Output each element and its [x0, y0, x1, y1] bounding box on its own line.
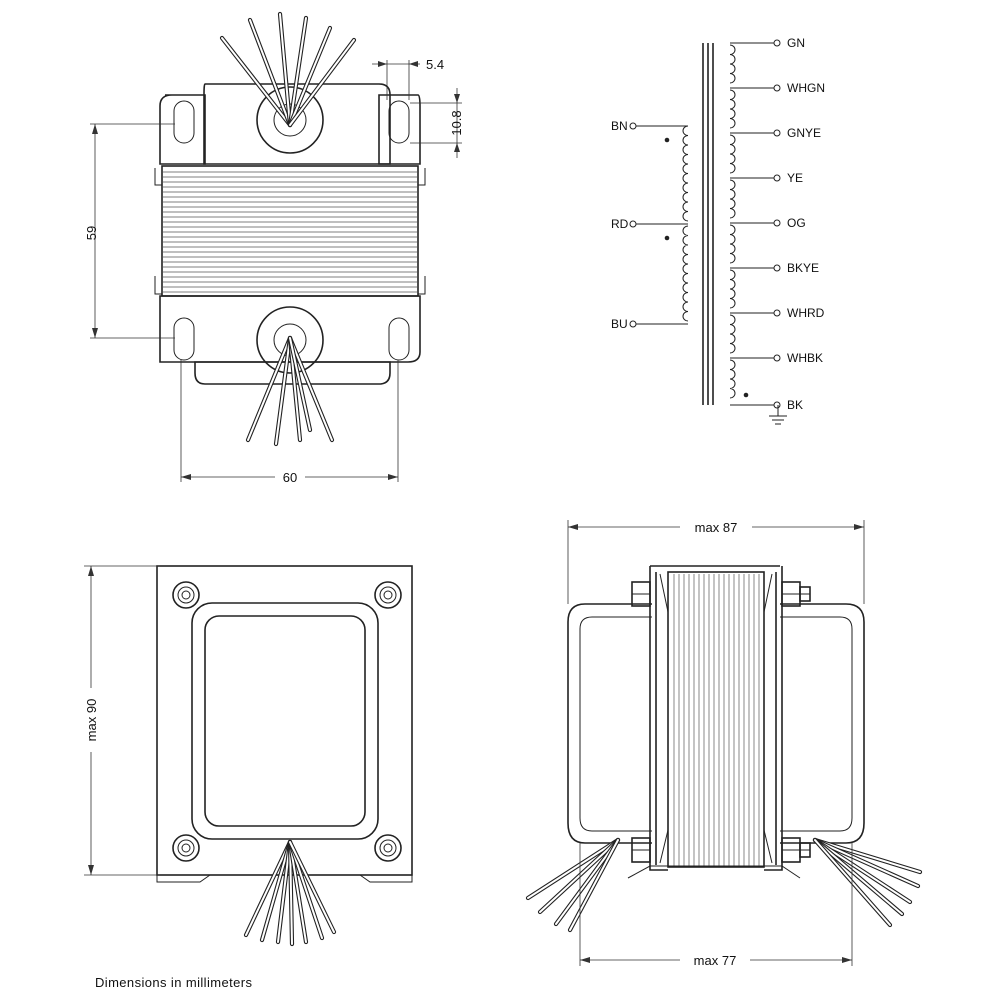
secondary-lead-label: YE: [787, 171, 803, 185]
primary-lead-label: RD: [611, 217, 629, 231]
units-caption: Dimensions in millimeters: [95, 975, 253, 990]
wiring-schematic: BN RD BU GN WHGN GNYE YE OG BKYE WHRD WHBK BK: [611, 36, 825, 425]
mounting-nut-icon: [374, 581, 402, 609]
bolt-icon: [781, 837, 811, 863]
side-view: max 87 max 77: [525, 520, 923, 968]
side-lead-wires: [525, 837, 923, 933]
mounting-nut-icon: [172, 581, 200, 609]
secondary-lead-label: BK: [787, 398, 803, 412]
dimension-5-4-label: 5.4: [426, 57, 444, 72]
dimension-10-8-label: 10.8: [449, 110, 464, 135]
secondary-winding: [729, 44, 736, 399]
dimension-10-8: 10.8: [410, 88, 464, 158]
secondary-lead-label: OG: [787, 216, 806, 230]
dimension-max-90: max 90: [84, 565, 160, 876]
primary-winding: [682, 125, 689, 322]
bolt-icon: [631, 581, 651, 607]
dimension-max-90-label: max 90: [84, 699, 99, 742]
dimension-59-label: 59: [84, 226, 99, 240]
dimension-max-87-label: max 87: [695, 520, 738, 535]
dimension-max-87: max 87: [567, 520, 865, 604]
side-lamination-lines: [673, 574, 760, 866]
primary-lead-label: BU: [611, 317, 628, 331]
top-lead-wires: [219, 11, 357, 128]
bolt-icon: [781, 581, 811, 607]
secondary-lead-label: GN: [787, 36, 805, 50]
dimension-max-77: max 77: [579, 843, 853, 968]
lamination-lines: [163, 171, 417, 293]
primary-lead-label: BN: [611, 119, 628, 133]
front-view: max 90: [84, 565, 413, 947]
dimension-60-label: 60: [283, 470, 297, 485]
secondary-lead-label: GNYE: [787, 126, 821, 140]
dimension-max-77-label: max 77: [694, 953, 737, 968]
ground-icon: [769, 405, 787, 425]
bolt-icon: [631, 837, 651, 863]
mounting-nut-icon: [374, 834, 402, 862]
secondary-lead-label: BKYE: [787, 261, 819, 275]
front-lead-wires: [243, 839, 337, 947]
dimension-5-4: 5.4: [372, 57, 444, 100]
dimension-59: 59: [84, 123, 175, 339]
mounting-nut-icon: [172, 834, 200, 862]
dimension-60: 60: [180, 360, 399, 485]
top-view: 59 60 5.4 10.8: [84, 11, 464, 485]
secondary-lead-label: WHGN: [787, 81, 825, 95]
secondary-lead-label: WHRD: [787, 306, 825, 320]
bottom-lead-wires: [245, 335, 335, 447]
secondary-lead-label: WHBK: [787, 351, 823, 365]
